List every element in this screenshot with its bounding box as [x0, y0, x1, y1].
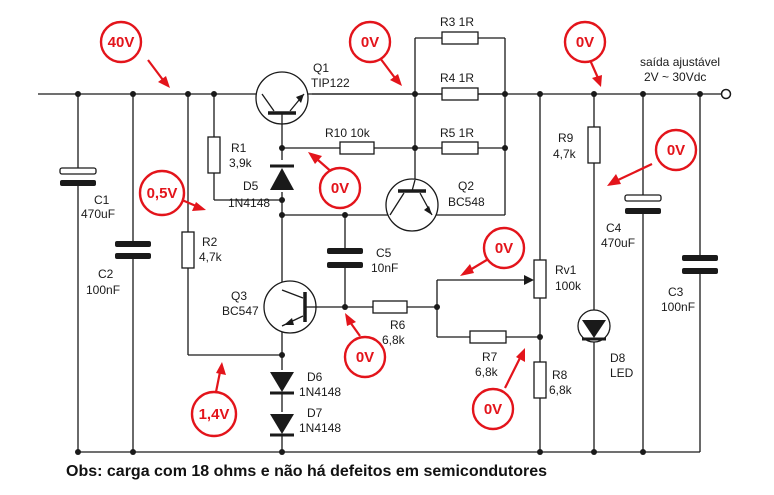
- label-d7-value: 1N4148: [299, 421, 341, 435]
- output-terminal-icon[interactable]: [720, 88, 732, 100]
- label-d6-value: 1N4148: [299, 385, 341, 399]
- label-c2-name: C2: [98, 267, 114, 281]
- voltage-badge-text: 0,5V: [147, 185, 178, 202]
- voltage-badge: [99, 20, 143, 64]
- resistor-r4-icon: [441, 87, 479, 101]
- resistor-r1-icon: [207, 136, 221, 174]
- label-rv1-name: Rv1: [555, 263, 577, 277]
- diode-d6-icon: [270, 372, 294, 395]
- label-d8-name: D8: [610, 351, 626, 365]
- voltage-badge-text: 0V: [356, 349, 374, 366]
- label-r8-value: 6,8k: [549, 383, 573, 397]
- voltage-badge: [190, 390, 238, 438]
- voltage-badge: [654, 128, 698, 172]
- label-r7-name: R7: [482, 350, 498, 364]
- resistor-r6-icon: [372, 300, 408, 314]
- capacitor-c2-icon: [115, 241, 151, 259]
- voltage-badge: [348, 20, 392, 64]
- label-r9-name: R9: [558, 131, 574, 145]
- voltage-badge-text: 40V: [108, 34, 135, 51]
- resistor-r9-icon: [587, 126, 601, 164]
- caption: Obs: carga com 18 ohms e não há defeitos…: [66, 463, 547, 480]
- label-q2-value: BC548: [448, 195, 485, 209]
- label-output-range: 2V ~ 30Vdc: [644, 70, 706, 84]
- label-c2-value: 100nF: [86, 283, 120, 297]
- label-c1-name: C1: [94, 193, 110, 207]
- voltage-annotations: 40V 0V 0V 0V 0,5V 0V 0V 0: [99, 20, 698, 438]
- label-q2-name: Q2: [458, 179, 474, 193]
- label-r6-name: R6: [390, 318, 406, 332]
- component-labels: C1 470uF C2 100nF R1 3,9k R2 4,7k D5 1N4…: [81, 15, 720, 435]
- voltage-badge-text: 1,4V: [199, 406, 230, 423]
- diode-d7-icon: [270, 414, 294, 437]
- capacitor-c1-icon: [59, 167, 97, 186]
- voltage-badge-text: 0V: [331, 180, 349, 197]
- voltage-badge: [563, 20, 607, 64]
- capacitor-c3-icon: [682, 255, 718, 274]
- label-d5-value: 1N4148: [228, 196, 270, 210]
- label-r10: R10 10k: [325, 126, 371, 140]
- voltage-badge-text: 0V: [495, 240, 513, 257]
- capacitor-c5-icon: [327, 248, 363, 268]
- voltage-badge-text: 0V: [361, 34, 379, 51]
- capacitor-c4-icon: [624, 194, 662, 214]
- label-r8-name: R8: [552, 368, 568, 382]
- label-r9-value: 4,7k: [553, 147, 577, 161]
- label-c4-value: 470uF: [601, 236, 635, 250]
- label-r2-name: R2: [202, 235, 218, 249]
- voltage-badge: [138, 169, 186, 217]
- transistor-q2-icon: [385, 178, 439, 232]
- label-d5-name: D5: [243, 179, 259, 193]
- label-c5-value: 10nF: [371, 261, 398, 275]
- resistor-r7-icon: [469, 330, 507, 344]
- label-c3-value: 100nF: [661, 300, 695, 314]
- voltage-badge: [482, 226, 526, 270]
- led-d8-icon: [577, 309, 611, 343]
- label-r5: R5 1R: [440, 126, 474, 140]
- label-d8-value: LED: [610, 366, 634, 380]
- voltage-badge: [318, 166, 362, 210]
- label-q1-name: Q1: [313, 61, 329, 75]
- resistor-r5-icon: [441, 141, 479, 155]
- label-d7-name: D7: [307, 406, 323, 420]
- diode-d5-icon: [270, 164, 294, 190]
- label-c1-value: 470uF: [81, 207, 115, 221]
- label-r7-value: 6,8k: [475, 365, 499, 379]
- voltage-badge-text: 0V: [667, 142, 685, 159]
- voltage-badge-text: 0V: [576, 34, 594, 51]
- label-c4-name: C4: [606, 221, 622, 235]
- label-r1-name: R1: [231, 141, 247, 155]
- resistor-r3-icon: [441, 31, 479, 45]
- resistor-r2-icon: [181, 231, 195, 269]
- label-q1-value: TIP122: [311, 76, 350, 90]
- resistor-r8-icon: [533, 361, 547, 399]
- label-output-name: saída ajustável: [640, 55, 720, 69]
- label-rv1-value: 100k: [555, 279, 582, 293]
- label-r2-value: 4,7k: [199, 250, 223, 264]
- junctions: [75, 91, 703, 455]
- label-r6-value: 6,8k: [382, 333, 406, 347]
- label-r4: R4 1R: [440, 71, 474, 85]
- transistor-q1-icon: [255, 71, 309, 125]
- label-d6-name: D6: [307, 370, 323, 384]
- label-c3-name: C3: [668, 285, 684, 299]
- transistor-q3-icon: [263, 280, 318, 334]
- label-r3: R3 1R: [440, 15, 474, 29]
- label-r1-value: 3,9k: [229, 156, 253, 170]
- resistor-r10-icon: [339, 141, 375, 155]
- voltage-badge: [343, 335, 387, 379]
- label-q3-name: Q3: [231, 289, 247, 303]
- label-c5-name: C5: [376, 246, 392, 260]
- label-q3-value: BC547: [222, 304, 259, 318]
- wires: [38, 37, 722, 453]
- potentiometer-rv1-icon[interactable]: [524, 259, 547, 299]
- voltage-badge-text: 0V: [484, 401, 502, 418]
- voltage-badge: [471, 387, 515, 431]
